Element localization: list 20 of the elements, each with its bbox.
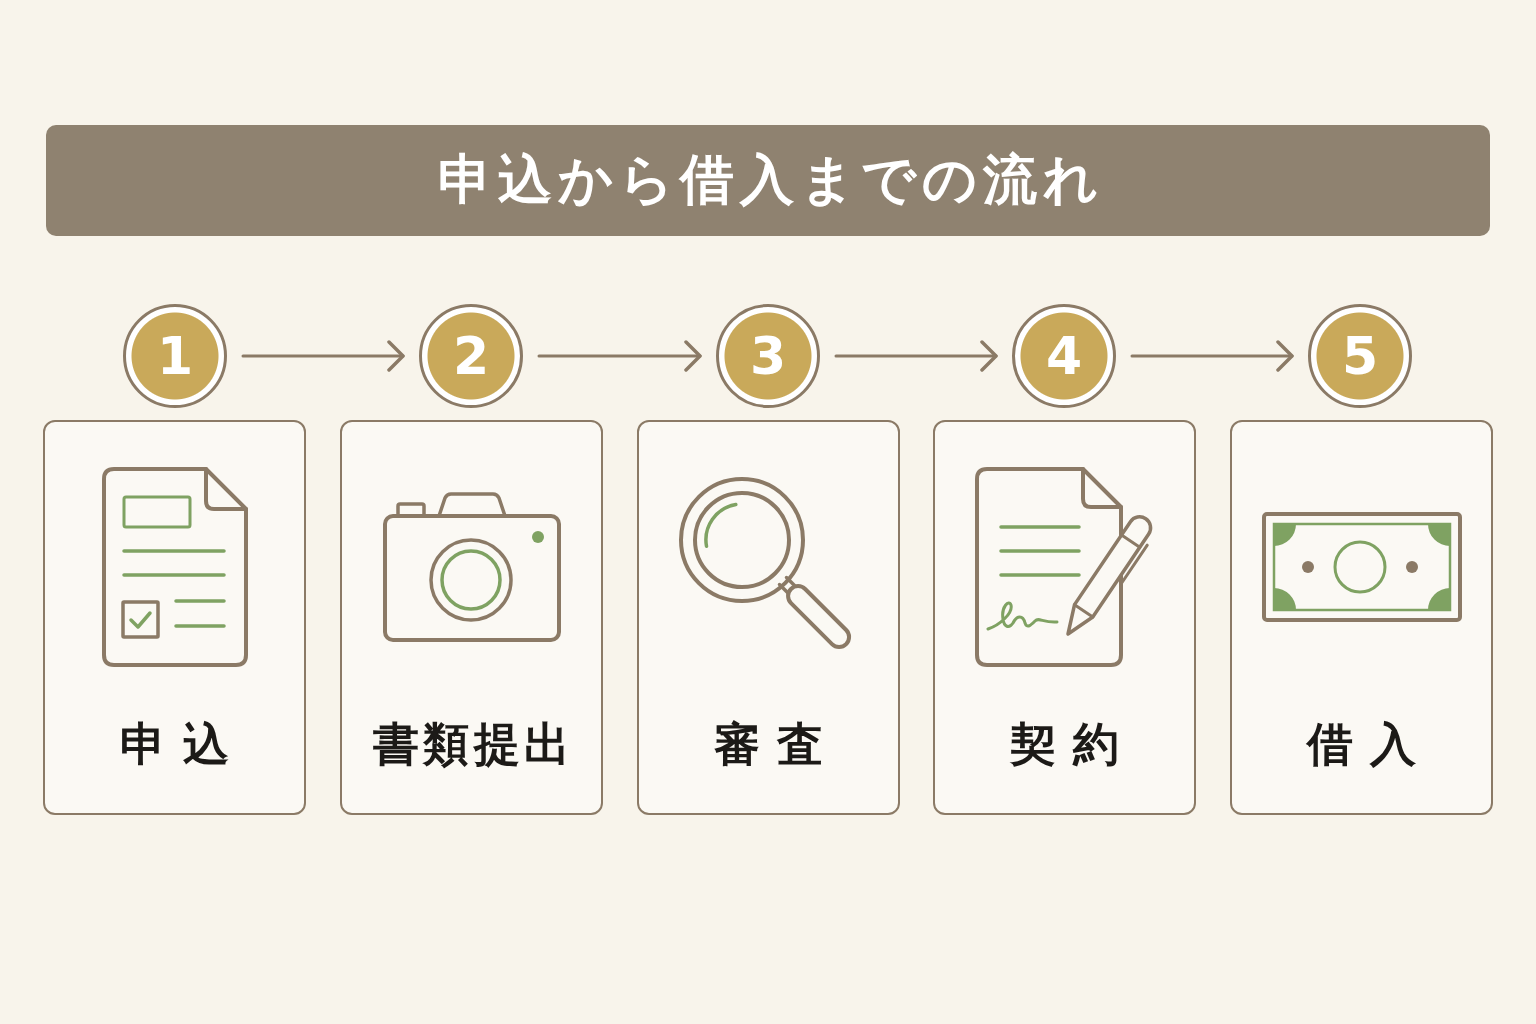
title-text: 申込から借入までの流れ bbox=[437, 148, 1104, 213]
step-label: 書類提出 bbox=[371, 716, 575, 773]
step-card bbox=[933, 420, 1196, 815]
step-number: 4 bbox=[1045, 330, 1083, 382]
arrow bbox=[834, 340, 998, 372]
step-card bbox=[1230, 420, 1493, 815]
step-label: 申込 bbox=[118, 716, 247, 773]
step-number: 5 bbox=[1341, 330, 1379, 382]
step-card bbox=[43, 420, 306, 815]
step-label: 契約 bbox=[1008, 716, 1137, 773]
arrow bbox=[537, 340, 702, 372]
step-label: 借入 bbox=[1305, 716, 1434, 773]
step-number: 1 bbox=[156, 330, 194, 382]
arrow bbox=[1130, 340, 1294, 372]
step-number: 2 bbox=[452, 330, 490, 382]
step-label: 審査 bbox=[712, 716, 841, 773]
arrow bbox=[241, 340, 405, 372]
step-card bbox=[340, 420, 603, 815]
step-number: 3 bbox=[749, 330, 787, 382]
step-card bbox=[637, 420, 900, 815]
